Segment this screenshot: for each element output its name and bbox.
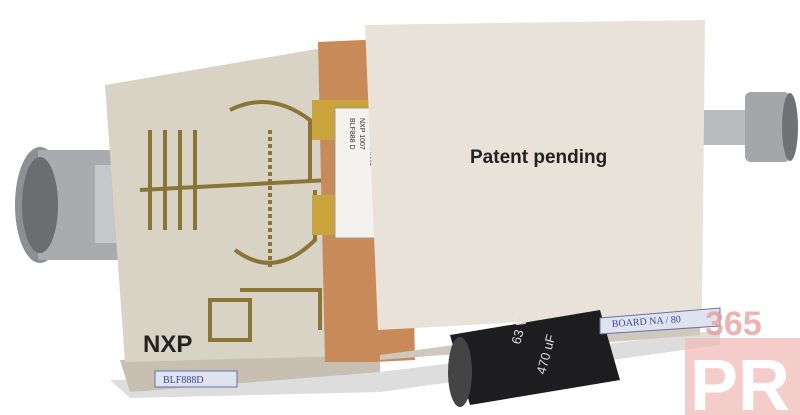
left-label-sticker — [154, 370, 238, 388]
svg-text:365: 365 — [705, 305, 762, 343]
right-label-sticker — [599, 307, 721, 335]
capacitor-voltage: 63 V — [508, 316, 529, 346]
nxp-logo: NXP — [143, 331, 192, 358]
chip-marking-1: BLF888 D — [348, 118, 355, 150]
right-label-text: BOARD NA / 80 — [611, 314, 681, 330]
chip-marking-2: NXP 1007 — [358, 118, 365, 150]
left-label-text: BLF888D — [163, 375, 204, 386]
right-n-connector — [690, 92, 798, 162]
watermark-365pr: 365 PR — [685, 305, 800, 415]
left-n-connector — [15, 147, 125, 263]
lid-text: Patent pending — [470, 147, 607, 168]
svg-text:PR: PR — [690, 346, 790, 415]
electrolytic-capacitor — [448, 310, 620, 407]
gold-traces — [139, 100, 331, 342]
shielding-lid — [365, 20, 705, 330]
